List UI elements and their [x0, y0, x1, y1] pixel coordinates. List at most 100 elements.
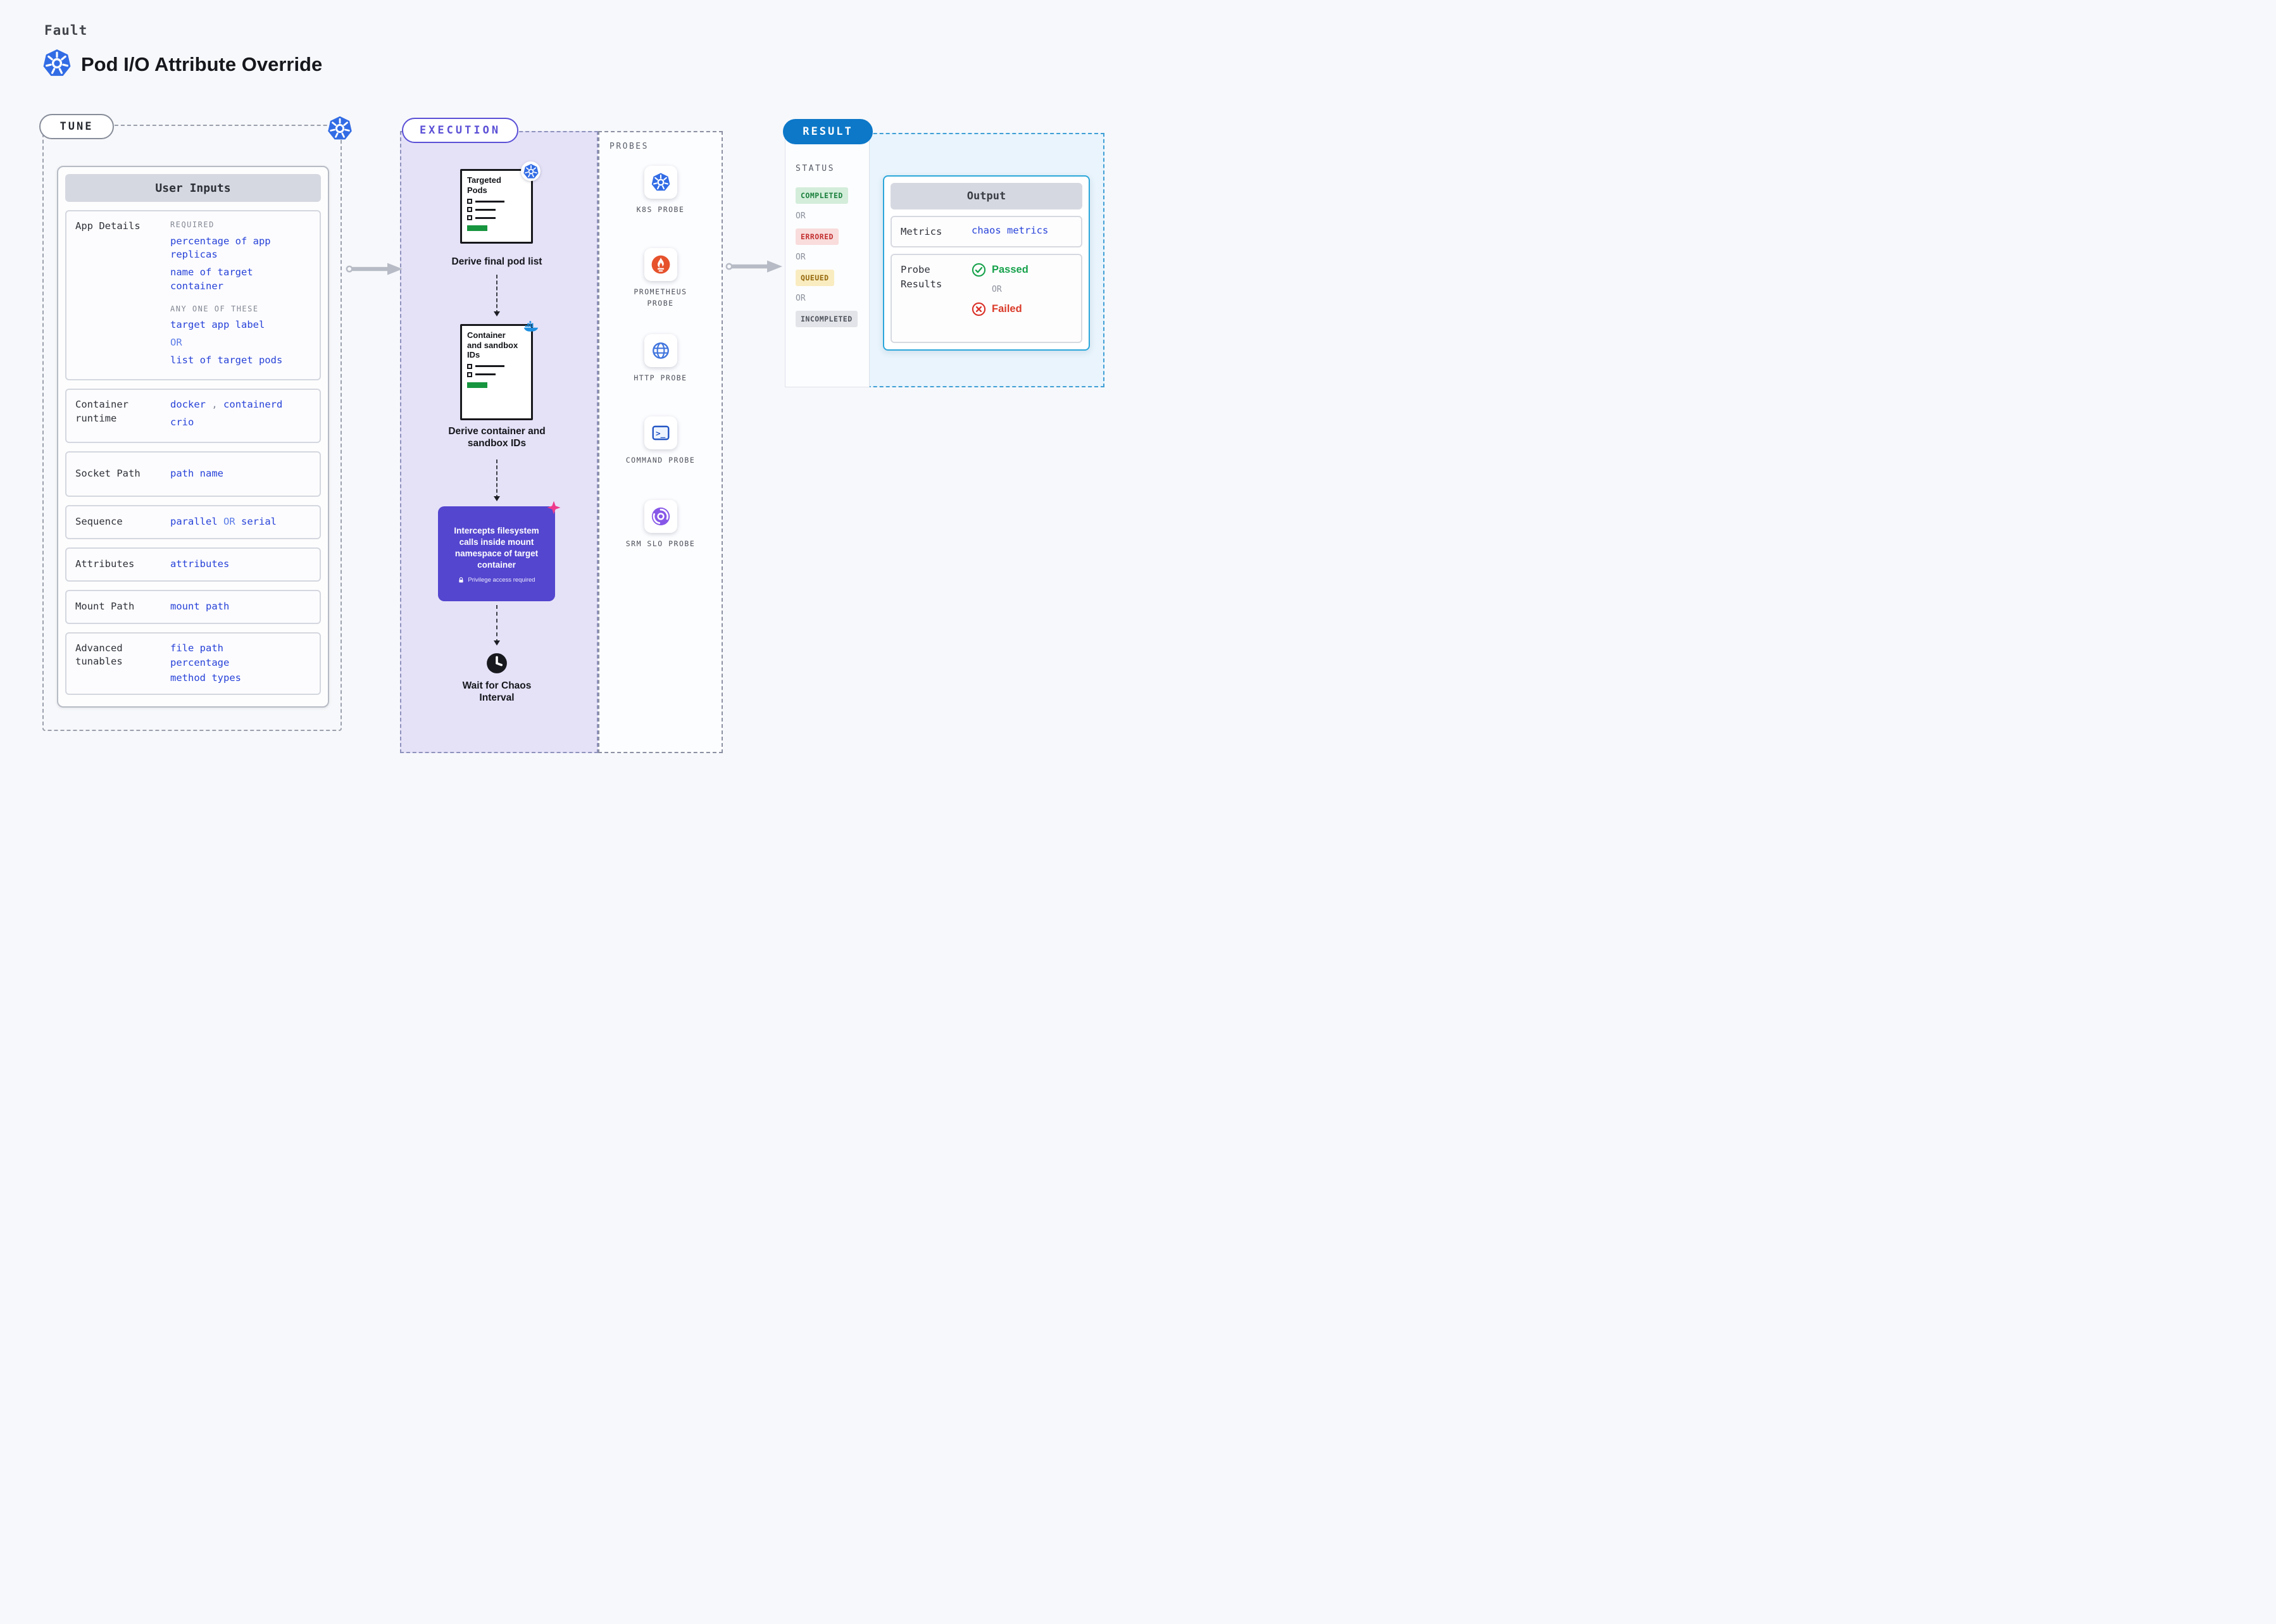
- output-panel: Output Metrics chaos metrics Probe Resul…: [883, 175, 1090, 351]
- kubernetes-icon: [327, 115, 353, 142]
- tune-section-label: TUNE: [39, 114, 114, 139]
- probe-results-values: Passed OR Failed: [972, 263, 1029, 334]
- probe-label: COMMAND PROBE: [625, 456, 696, 465]
- row-values: path name: [170, 467, 304, 481]
- probe-item-command: COMMAND PROBE: [598, 416, 723, 466]
- probe-item-prometheus: PROMETHEUS PROBE: [598, 248, 723, 309]
- input-row-attributes: Attributes attributes: [65, 547, 321, 582]
- docker-icon: [521, 316, 541, 336]
- kubernetes-icon: [521, 161, 541, 181]
- passed-line: Passed: [972, 263, 1029, 277]
- flow-connector: [494, 275, 500, 316]
- step-caption: Derive final pod list: [451, 256, 542, 267]
- arrow-execution-to-result: [725, 258, 784, 275]
- checkbox-icon: [467, 207, 472, 213]
- sparkle-icon: [546, 500, 561, 515]
- any-one-caption: ANY ONE OF THESE: [170, 304, 259, 313]
- arrow-tune-to-execution: [346, 261, 404, 277]
- input-row-container-runtime: Container runtime docker , containerd cr…: [65, 389, 321, 443]
- line: [475, 373, 496, 376]
- or-separator: OR: [796, 253, 806, 262]
- status-badge-incompleted: INCOMPLETED: [796, 311, 858, 327]
- row-values: file path percentage method types: [170, 642, 304, 685]
- terminal-icon: [644, 416, 677, 449]
- checkbox-icon: [467, 199, 472, 204]
- row-label: Advanced tunables: [75, 642, 123, 668]
- row-label: Socket Path: [75, 467, 141, 479]
- or-separator: OR: [170, 337, 182, 349]
- failed-line: Failed: [972, 302, 1029, 316]
- row-values: docker , containerd crio: [170, 398, 304, 433]
- input-row-app-details: App Details REQUIRED percentage of app r…: [65, 210, 321, 381]
- input-row-sequence: Sequence parallel OR serial: [65, 504, 321, 539]
- intercept-step: Intercepts filesystem calls inside mount…: [438, 506, 555, 601]
- input-value: mount path: [170, 600, 230, 612]
- row-label: Sequence: [75, 515, 123, 527]
- input-value: attributes: [170, 558, 230, 570]
- line: [475, 200, 504, 203]
- targeted-pods-document: Targeted Pods: [460, 161, 541, 244]
- probe-item-k8s: K8S PROBE: [598, 166, 723, 216]
- probe-results-label: Probe Results: [901, 264, 942, 290]
- metrics-label: Metrics: [901, 226, 942, 237]
- page-title: Pod I/O Attribute Override: [81, 53, 323, 75]
- user-inputs-panel: User Inputs App Details REQUIRED percent…: [57, 166, 329, 708]
- flow-connector: [494, 605, 500, 646]
- status-badge-completed: COMPLETED: [796, 187, 848, 204]
- required-caption: REQUIRED: [170, 220, 215, 229]
- fault-kicker: Fault: [44, 23, 88, 38]
- result-section-label: RESULT: [783, 119, 873, 144]
- input-value: percentage: [170, 657, 230, 669]
- progress-bar: [467, 382, 487, 388]
- input-value: target app label: [170, 319, 265, 331]
- or-separator: OR: [796, 211, 806, 221]
- kubernetes-icon: [42, 48, 72, 78]
- user-inputs-title: User Inputs: [65, 174, 321, 202]
- prometheus-icon: [644, 248, 677, 281]
- row-label: Container runtime: [75, 399, 128, 425]
- or-separator: OR: [992, 285, 1002, 295]
- probe-label: HTTP PROBE: [634, 373, 687, 382]
- probe-label: K8S PROBE: [636, 205, 685, 214]
- row-label: Attributes: [75, 558, 135, 570]
- row-values: REQUIRED percentage of app replicas name…: [170, 220, 304, 371]
- slo-dial-icon: [644, 500, 677, 533]
- checkbox-icon: [467, 372, 472, 377]
- checkbox-icon: [467, 363, 472, 369]
- line: [475, 365, 504, 368]
- input-value: docker , containerd: [170, 399, 283, 411]
- line: [475, 216, 496, 219]
- globe-icon: [644, 334, 677, 367]
- input-value: list of target pods: [170, 354, 283, 366]
- metrics-row: Metrics chaos metrics: [891, 216, 1082, 248]
- line: [475, 208, 496, 211]
- input-value: percentage of app replicas: [170, 235, 271, 261]
- progress-bar: [467, 225, 487, 232]
- input-value: path name: [170, 467, 223, 479]
- input-row-socket-path: Socket Path path name: [65, 451, 321, 497]
- or-separator: OR: [796, 294, 806, 303]
- status-badge-queued: QUEUED: [796, 270, 834, 286]
- status-title: STATUS: [796, 164, 835, 173]
- checklist: [467, 199, 526, 221]
- input-row-mount-path: Mount Path mount path: [65, 589, 321, 624]
- clock-icon: [485, 652, 508, 675]
- probe-results-row: Probe Results Passed OR Failed: [891, 254, 1082, 343]
- kubernetes-icon: [644, 166, 677, 199]
- probes-section-label: PROBES: [610, 142, 649, 151]
- status-badge-errored: ERRORED: [796, 228, 839, 245]
- document-title: Targeted Pods: [467, 175, 501, 195]
- row-values: attributes: [170, 558, 304, 572]
- passed-text: Passed: [992, 264, 1029, 276]
- input-value: crio: [170, 416, 194, 428]
- status-panel: STATUS COMPLETED OR ERRORED OR QUEUED OR…: [785, 133, 870, 387]
- failed-text: Failed: [992, 303, 1022, 315]
- checkbox-icon: [467, 215, 472, 221]
- step-caption: Derive container and sandbox IDs: [448, 426, 546, 449]
- input-value: file path: [170, 642, 223, 654]
- row-label: App Details: [75, 220, 141, 232]
- probe-item-srm-slo: SRM SLO PROBE: [598, 500, 723, 550]
- document-title: Container and sandbox IDs: [467, 330, 518, 360]
- lock-icon: [458, 577, 465, 584]
- row-values: parallel OR serial: [170, 515, 304, 529]
